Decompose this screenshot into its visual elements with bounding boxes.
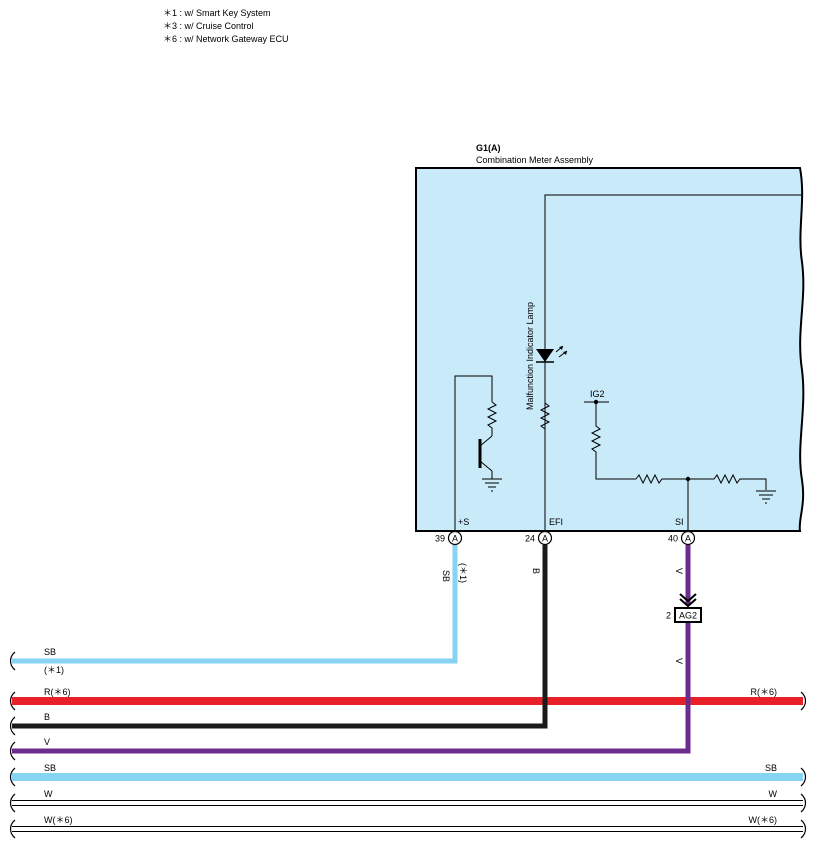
pin-connector-letter: A (452, 534, 458, 544)
plus-s-line (454, 375, 493, 538)
junction-connector-box (674, 607, 702, 623)
note-3: ＊6 : w/ Network Gateway ECU (163, 34, 289, 44)
resistor-icon (688, 473, 767, 490)
resistor-icon (635, 473, 688, 485)
pin-number-40: 40 (668, 534, 678, 544)
component-id: G1(A) (476, 143, 501, 153)
resistor-icon (486, 401, 498, 433)
pin-name-si: SI (675, 517, 684, 527)
bus-label-right: W (769, 789, 778, 799)
bus-break-left (9, 793, 16, 813)
bus-break-right (800, 691, 807, 711)
ground-icon (756, 490, 776, 504)
led-icon (536, 345, 568, 363)
bus-break-left (9, 651, 16, 671)
pin-name-efi: EFI (549, 517, 563, 527)
wire-label-v: V (674, 568, 684, 574)
wire-label-sb: SB (441, 570, 451, 582)
wire-label-b: B (531, 568, 541, 574)
bus-break-left (9, 741, 16, 761)
pin-name-plus-s: +S (458, 517, 469, 527)
note-2: ＊3 : w/ Cruise Control (163, 21, 254, 31)
note-1: ＊1 : w/ Smart Key System (163, 8, 271, 18)
wire-b (12, 545, 548, 729)
ground-icon (482, 478, 502, 492)
pin-connector-40: A (680, 530, 696, 546)
bus-label-left: W (44, 789, 53, 799)
bus-label-left: SB (44, 647, 56, 657)
wire-v-lower (12, 623, 691, 754)
bus-label-left: SB (44, 763, 56, 773)
bus-label-left: B (44, 712, 50, 722)
bus-label-left: V (44, 737, 50, 747)
bus-note-left: (＊1) (44, 665, 64, 675)
bus-label-left: R(＊6) (44, 687, 71, 697)
resistor-icon (539, 400, 551, 432)
bus-break-right (800, 793, 807, 813)
component-name: Combination Meter Assembly (476, 155, 594, 165)
bus-break-right (800, 819, 807, 839)
bus-break-left (9, 819, 16, 839)
bus-label-right: R(＊6) (751, 687, 778, 697)
ig2-label: IG2 (590, 389, 605, 399)
bus-break-right (800, 767, 807, 787)
bus-lines (12, 697, 803, 832)
bus-break-left (9, 767, 16, 787)
wire-note-sb: (＊1) (458, 563, 468, 583)
junction-pin: 2 (666, 611, 671, 621)
pin-number-24: 24 (525, 534, 535, 544)
combination-meter-box (415, 167, 805, 532)
pin-connector-letter: A (542, 534, 548, 544)
bus-break-marks (9, 651, 807, 839)
bus-label-left: W(＊6) (44, 815, 73, 825)
chevron-down-icon (679, 593, 697, 608)
junction-label: AG2 (679, 611, 697, 621)
bus-label-right: W(＊6) (749, 815, 778, 825)
lamp-label: Malfunction Indicator Lamp (525, 302, 535, 410)
transistor-icon (478, 433, 493, 479)
bus-break-left (9, 691, 16, 711)
wire-sb (12, 545, 458, 664)
wire-label-v-lower: V (674, 658, 684, 664)
pin-connector-24: A (537, 530, 553, 546)
bus-label-right: SB (765, 763, 777, 773)
bus-break-left (9, 716, 16, 736)
pin-number-39: 39 (435, 534, 445, 544)
pin-connector-letter: A (685, 534, 691, 544)
bus-labels: SB (＊1) R(＊6) R(＊6) B V SB SB W W W(＊6) W(＊6) (44, 647, 778, 825)
pin-connector-39: A (447, 530, 463, 546)
resistor-icon (590, 402, 636, 480)
